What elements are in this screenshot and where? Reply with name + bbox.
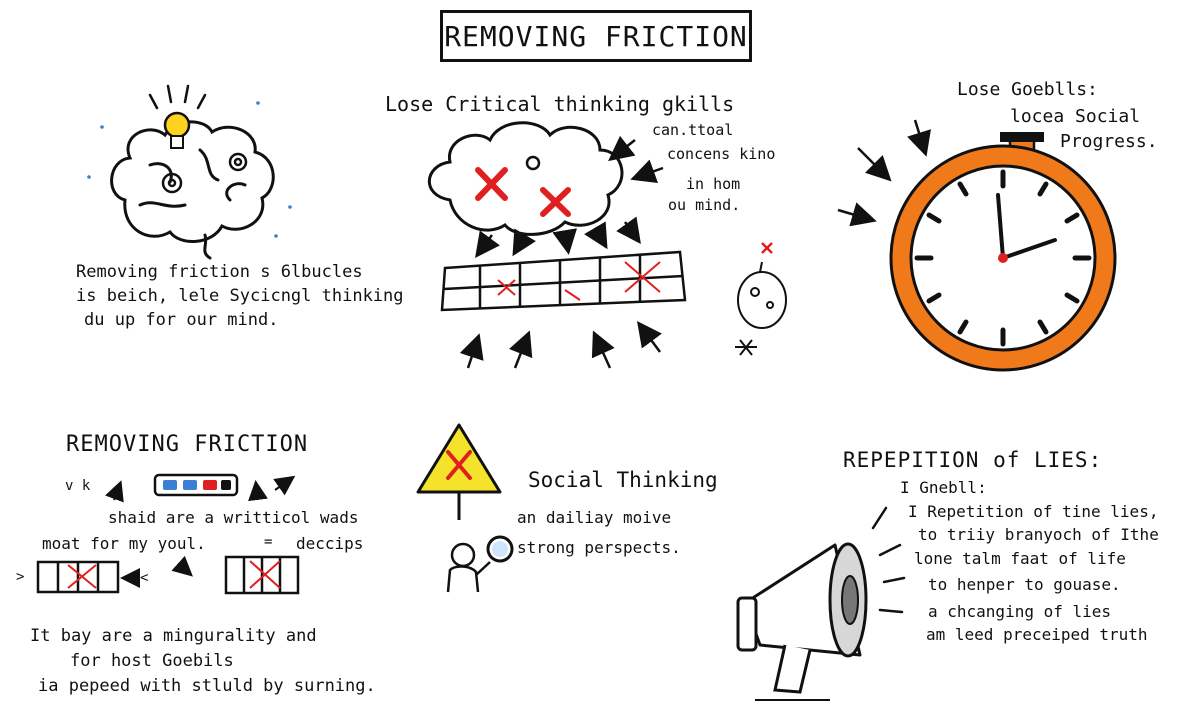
social-thinking-line: strong perspects. xyxy=(517,538,681,557)
critical-thinking-heading: Lose Critical thinking gkills xyxy=(385,92,735,116)
side-note-line: ou mind. xyxy=(668,196,741,214)
sound-lines xyxy=(871,506,906,614)
social-progress-line: locea Social xyxy=(1010,106,1141,127)
social-progress-line: Lose Goeblls: xyxy=(957,79,1098,100)
repetition-line: I Gnebll: xyxy=(900,478,987,497)
thought-cloud-icon xyxy=(427,121,624,236)
top-left-caption: Removing friction s 6lbucles is beich, l… xyxy=(76,260,404,332)
brain-icon xyxy=(110,120,275,260)
caption-line: Removing friction s 6lbucles xyxy=(76,262,363,282)
friction-line: moat for my youl. xyxy=(42,534,206,553)
x-mark-icon xyxy=(475,167,571,217)
removing-friction-heading: REMOVING FRICTION xyxy=(66,432,309,457)
stopwatch-icon xyxy=(889,132,1117,372)
arrow-icon xyxy=(459,135,664,369)
side-note-line: can.ttoal xyxy=(652,121,734,139)
mark-text: > xyxy=(16,569,25,585)
footer-line: for host Goebils xyxy=(70,651,234,671)
friction-line: deccips xyxy=(296,534,364,553)
warning-sign-icon xyxy=(416,423,502,520)
lightbulb-icon xyxy=(148,84,207,149)
social-thinking-heading: Social Thinking xyxy=(528,468,718,492)
repetition-line: lone talm faat of life xyxy=(914,549,1126,568)
small-figure-icon xyxy=(735,261,787,356)
repetition-heading: REPEPITION of LIES: xyxy=(843,448,1103,472)
repetition-line: to triiy branyoch of Ithe xyxy=(918,525,1159,544)
repetition-line: a chcanging of lies xyxy=(928,602,1112,621)
x-mark-icon xyxy=(67,560,281,589)
social-progress-line: Progress. xyxy=(1060,131,1158,152)
repetition-line: am leed preceiped truth xyxy=(926,625,1148,644)
arrow-icon xyxy=(105,475,296,588)
gear-icon xyxy=(161,152,541,194)
friction-line: shaid are a writticol wads xyxy=(108,508,359,527)
caption-line: is beich, lele Sycicngl thinking xyxy=(76,286,404,306)
side-note-line: in hom xyxy=(686,175,741,193)
footer-line: ia pepeed with stluld by surning. xyxy=(38,676,376,696)
arrow-icon xyxy=(837,119,931,227)
mark-text: = xyxy=(264,534,273,550)
x-mark-icon xyxy=(761,242,773,254)
footer-line: It bay are a mingurality and xyxy=(30,626,317,646)
magnifier-person-icon xyxy=(446,535,514,593)
mark-text: < xyxy=(140,570,149,586)
device-icon xyxy=(153,473,239,497)
side-note-line: concens kino xyxy=(667,145,776,163)
megaphone-icon xyxy=(736,542,868,701)
grid-barrier-icon xyxy=(36,555,300,595)
social-thinking-line: an dailiay moive xyxy=(517,508,672,527)
repetition-line: I Repetition of tine lies, xyxy=(908,502,1159,521)
sparkle-dots xyxy=(87,101,292,238)
mark-text: v k xyxy=(65,478,91,494)
repetition-line: to henper to gouase. xyxy=(928,575,1121,594)
page-title: REMOVING FRICTION xyxy=(440,10,752,62)
barrier-x-marks xyxy=(497,261,661,301)
caption-line: du up for our mind. xyxy=(84,310,279,330)
